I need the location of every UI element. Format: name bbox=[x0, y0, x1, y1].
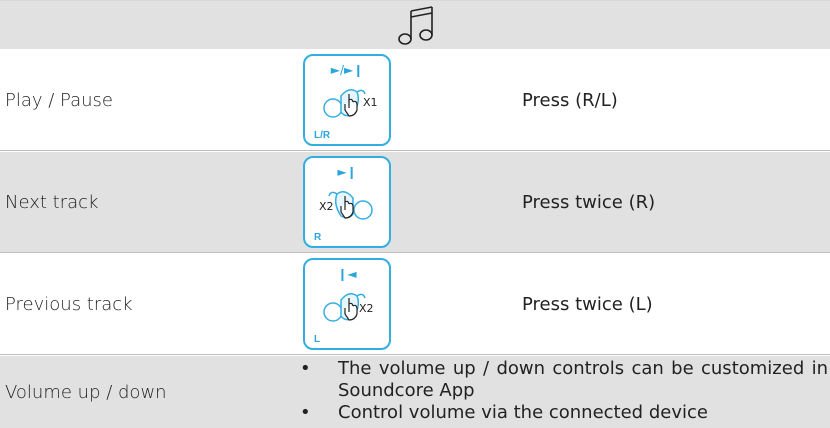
operation-label: Press twice (R) bbox=[522, 192, 656, 213]
row-divider bbox=[0, 252, 830, 253]
list-item: The volume up / down controls can be cus… bbox=[300, 358, 828, 402]
side-label: L/R bbox=[314, 130, 331, 141]
action-label: Play / Pause bbox=[5, 90, 113, 111]
volume-notes-list: The volume up / down controls can be cus… bbox=[300, 358, 828, 424]
earbud-icon: ❙◄ bbox=[323, 267, 366, 322]
side-label: R bbox=[314, 232, 322, 243]
list-item: Control volume via the connected device bbox=[300, 402, 828, 424]
earbud-press-illustration: ❙◄ X2 L bbox=[303, 258, 391, 350]
action-label: Next track bbox=[5, 192, 99, 213]
table-row: Next track ►❙ X2 R Press twice (R) bbox=[0, 152, 830, 252]
press-count: X1 bbox=[363, 96, 378, 109]
table-row: Previous track ❙◄ X2 L Press twice (L) bbox=[0, 254, 830, 354]
earbud-press-illustration: ►/►❙ X1 L/R bbox=[303, 54, 391, 146]
table-row: Play / Pause ►/►❙ X1 L/R Press (R/L) bbox=[0, 50, 830, 150]
operation-label: Press (R/L) bbox=[522, 90, 618, 111]
press-count: X2 bbox=[319, 200, 334, 213]
music-note-icon bbox=[398, 6, 433, 45]
action-label: Previous track bbox=[5, 294, 133, 315]
table-row: Volume up / down The volume up / down co… bbox=[0, 356, 830, 428]
play-pause-symbol: ►/►❙ bbox=[331, 63, 364, 77]
row-divider bbox=[0, 150, 830, 151]
earbud-icon: ►/►❙ bbox=[323, 63, 366, 118]
operation-label: Press twice (L) bbox=[522, 294, 653, 315]
earbud-press-illustration: ►❙ X2 R bbox=[303, 156, 391, 248]
row-divider bbox=[0, 354, 830, 355]
table-header bbox=[0, 0, 830, 49]
press-count: X2 bbox=[359, 302, 374, 315]
previous-track-symbol: ❙◄ bbox=[337, 267, 357, 281]
next-track-symbol: ►❙ bbox=[337, 165, 356, 179]
earbud-icon: ►❙ bbox=[328, 165, 373, 220]
action-label: Volume up / down bbox=[5, 382, 167, 403]
side-label: L bbox=[314, 334, 321, 345]
